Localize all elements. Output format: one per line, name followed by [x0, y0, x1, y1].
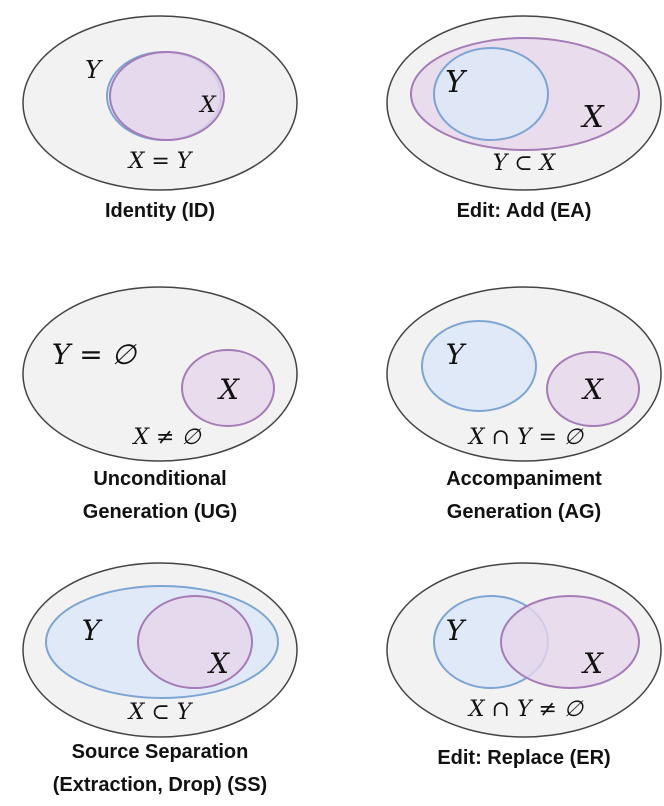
x-set-ellipse — [109, 51, 225, 141]
panel-edit-add: Y X Y ⊂ X Edit: Add (EA) — [386, 15, 662, 222]
y-label: Y — [85, 56, 103, 84]
y-label: Y = ∅ — [52, 338, 138, 371]
panel-caption-line: Edit: Add (EA) — [457, 200, 592, 222]
relation-label: X ≠ ∅ — [131, 425, 201, 450]
y-set-ellipse — [433, 47, 549, 141]
panel-caption-line: Source Separation — [72, 741, 249, 763]
panel-caption-line: Accompaniment — [446, 468, 602, 490]
panel-accompaniment-generation: Y X X ∩ Y = ∅ Accompaniment Generation (… — [386, 286, 662, 523]
relation-label: X ⊂ Y — [127, 700, 194, 725]
panel-source-separation: Y X X ⊂ Y Source Separation (Extraction,… — [22, 562, 298, 796]
y-label: Y — [82, 614, 103, 647]
x-set-ellipse — [546, 351, 640, 427]
x-set-ellipse — [500, 595, 640, 689]
y-label: Y — [445, 65, 468, 100]
panel-caption-line: Unconditional — [93, 468, 226, 490]
relation-label: X ∩ Y = ∅ — [467, 425, 584, 450]
x-label: X — [217, 373, 240, 406]
x-set-ellipse — [181, 349, 275, 427]
x-label: X — [198, 93, 217, 118]
x-label: X — [581, 373, 604, 406]
panel-caption-line: Edit: Replace (ER) — [437, 747, 610, 769]
panel-unconditional-generation: Y = ∅ X X ≠ ∅ Unconditional Generation (… — [22, 286, 298, 523]
relation-label: X = Y — [127, 149, 194, 174]
x-label: X — [581, 647, 604, 680]
y-label: Y — [446, 614, 467, 647]
y-set-ellipse — [421, 320, 537, 412]
x-set-ellipse — [137, 595, 253, 689]
relation-label: X ∩ Y ≠ ∅ — [467, 697, 584, 722]
x-label: X — [207, 647, 230, 680]
panel-caption-line: Generation (AG) — [447, 501, 601, 523]
panel-caption-line: Identity (ID) — [105, 200, 215, 222]
panel-caption-line: (Extraction, Drop) (SS) — [53, 774, 267, 796]
y-label: Y — [446, 338, 467, 371]
panel-caption-line: Generation (UG) — [83, 501, 237, 523]
panel-identity: Y X X = Y Identity (ID) — [22, 15, 298, 222]
relation-label: Y ⊂ X — [493, 151, 557, 176]
panel-edit-replace: Y X X ∩ Y ≠ ∅ Edit: Replace (ER) — [386, 562, 662, 769]
x-label: X — [580, 100, 605, 135]
